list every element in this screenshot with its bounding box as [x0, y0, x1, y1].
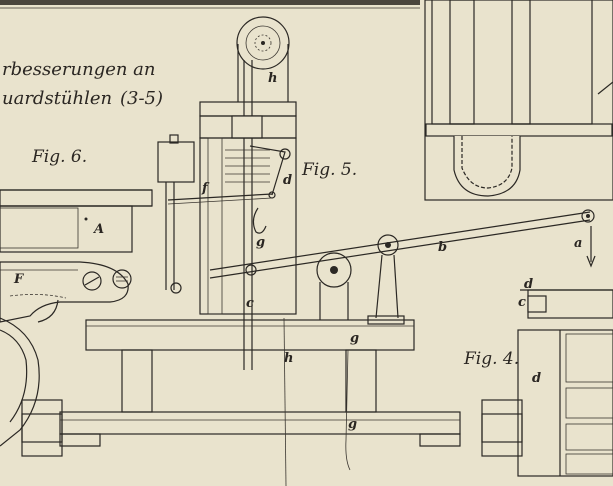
- fig5-label-h-top: h: [268, 71, 277, 86]
- fig5-drawing: h d f g b: [21, 16, 596, 486]
- fig5-label-h-low: h: [284, 351, 293, 366]
- fig6-label-A: A: [92, 222, 104, 237]
- top-border: [0, 0, 420, 5]
- fig5-label-d: d: [283, 173, 292, 188]
- fig5-label-f: f: [201, 181, 210, 196]
- fig6-label-F: F: [13, 272, 24, 287]
- fig6-label: Fig. 6.: [31, 147, 87, 167]
- title-reference: (3-5): [120, 88, 163, 109]
- fig5-label-b: b: [438, 240, 447, 255]
- fig5-label-a: a: [574, 236, 582, 251]
- fig5-label-g-mid: g: [350, 331, 359, 346]
- fig4-label-c: c: [518, 295, 526, 310]
- fig5-label-g-upper: g: [256, 235, 265, 250]
- cross-section-drawing: [424, 0, 613, 201]
- title-line1: rbesserungen an: [2, 59, 156, 80]
- fig5-label: Fig. 5.: [301, 160, 357, 180]
- fig5-label-c: c: [246, 296, 254, 311]
- fig6-drawing: A F: [0, 189, 153, 447]
- fig4-label-d-top: d: [524, 277, 533, 292]
- fig4-label: Fig. 4.: [463, 349, 519, 369]
- fig4-drawing: d c d: [517, 277, 613, 477]
- fig5-label-g-low: g: [348, 417, 357, 432]
- fig4-label-d: d: [532, 371, 541, 386]
- title-line2: uardstühlen: [2, 88, 112, 109]
